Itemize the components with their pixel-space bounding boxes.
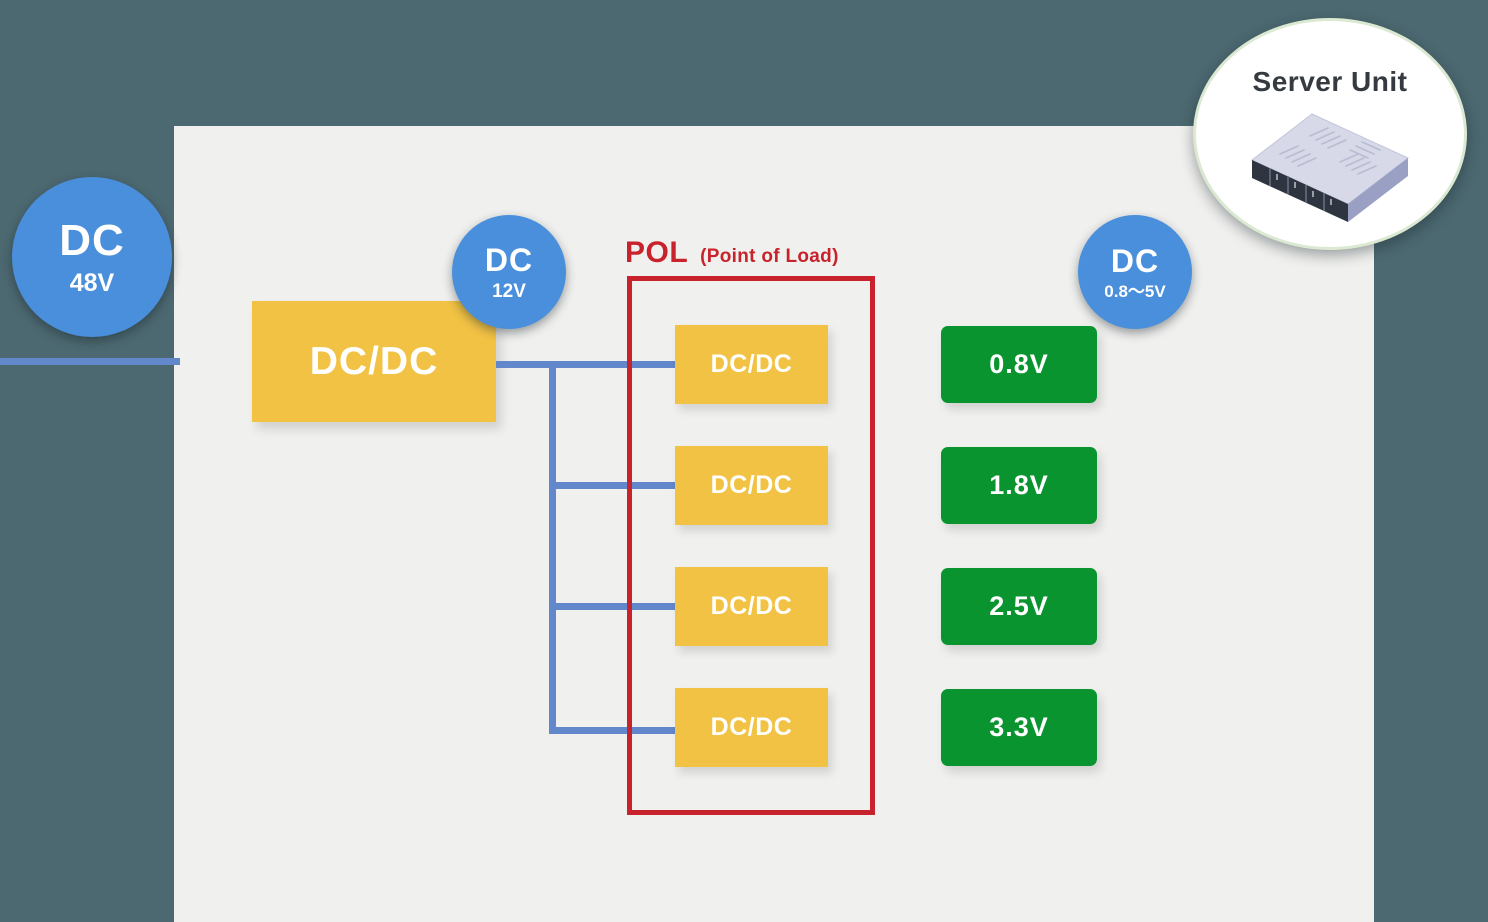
output-rail-4: 3.3V [941, 689, 1097, 766]
dc-output-range-badge: DC 0.8〜5V [1078, 215, 1192, 329]
pol-converter-2: DC/DC [675, 446, 828, 525]
dc-output-range-voltage: 0.8〜5V [1104, 281, 1166, 301]
server-rack-isometric-icon [1240, 106, 1420, 231]
output-rail-2: 1.8V [941, 447, 1097, 524]
main-dcdc-converter: DC/DC [252, 301, 496, 422]
output-rail-3-label: 2.5V [989, 591, 1049, 621]
output-rail-3: 2.5V [941, 568, 1097, 645]
wire-trunk-12v [496, 361, 678, 368]
server-unit-title: Server Unit [1252, 66, 1408, 97]
wire-branch-1 [549, 482, 678, 489]
pol-converter-3: DC/DC [675, 567, 828, 646]
pol-converter-3-label: DC/DC [710, 592, 793, 620]
output-rail-1: 0.8V [941, 326, 1097, 403]
dc-source-48v-label: DC [59, 215, 125, 265]
server-unit-badge: Server Unit [1193, 18, 1467, 250]
input-feed-line [0, 358, 180, 365]
output-rail-1-label: 0.8V [989, 349, 1049, 379]
pol-group-title: POL (Point of Load) [625, 236, 839, 270]
dc-intermediate-12v-voltage: 12V [492, 280, 526, 302]
dc-intermediate-12v-label: DC [484, 241, 534, 278]
wire-vertical-bus [549, 361, 556, 734]
dc-output-range-label: DC [1110, 242, 1160, 279]
main-dcdc-converter-label: DC/DC [309, 339, 439, 383]
dc-intermediate-12v-badge: DC 12V [452, 215, 566, 329]
dc-source-48v-voltage: 48V [69, 268, 115, 297]
output-rail-2-label: 1.8V [989, 470, 1049, 500]
pol-converter-2-label: DC/DC [710, 471, 793, 499]
pol-abbreviation: POL [625, 236, 689, 269]
wire-branch-2 [549, 603, 678, 610]
pol-converter-1-label: DC/DC [710, 350, 793, 378]
output-rail-4-label: 3.3V [989, 712, 1049, 742]
pol-group-border [627, 276, 875, 815]
dc-source-48v-badge: DC 48V [12, 177, 172, 337]
pol-converter-1: DC/DC [675, 325, 828, 404]
wire-branch-3 [549, 727, 678, 734]
pol-converter-4-label: DC/DC [710, 713, 793, 741]
pol-full-name: (Point of Load) [700, 246, 839, 267]
pol-converter-4: DC/DC [675, 688, 828, 767]
